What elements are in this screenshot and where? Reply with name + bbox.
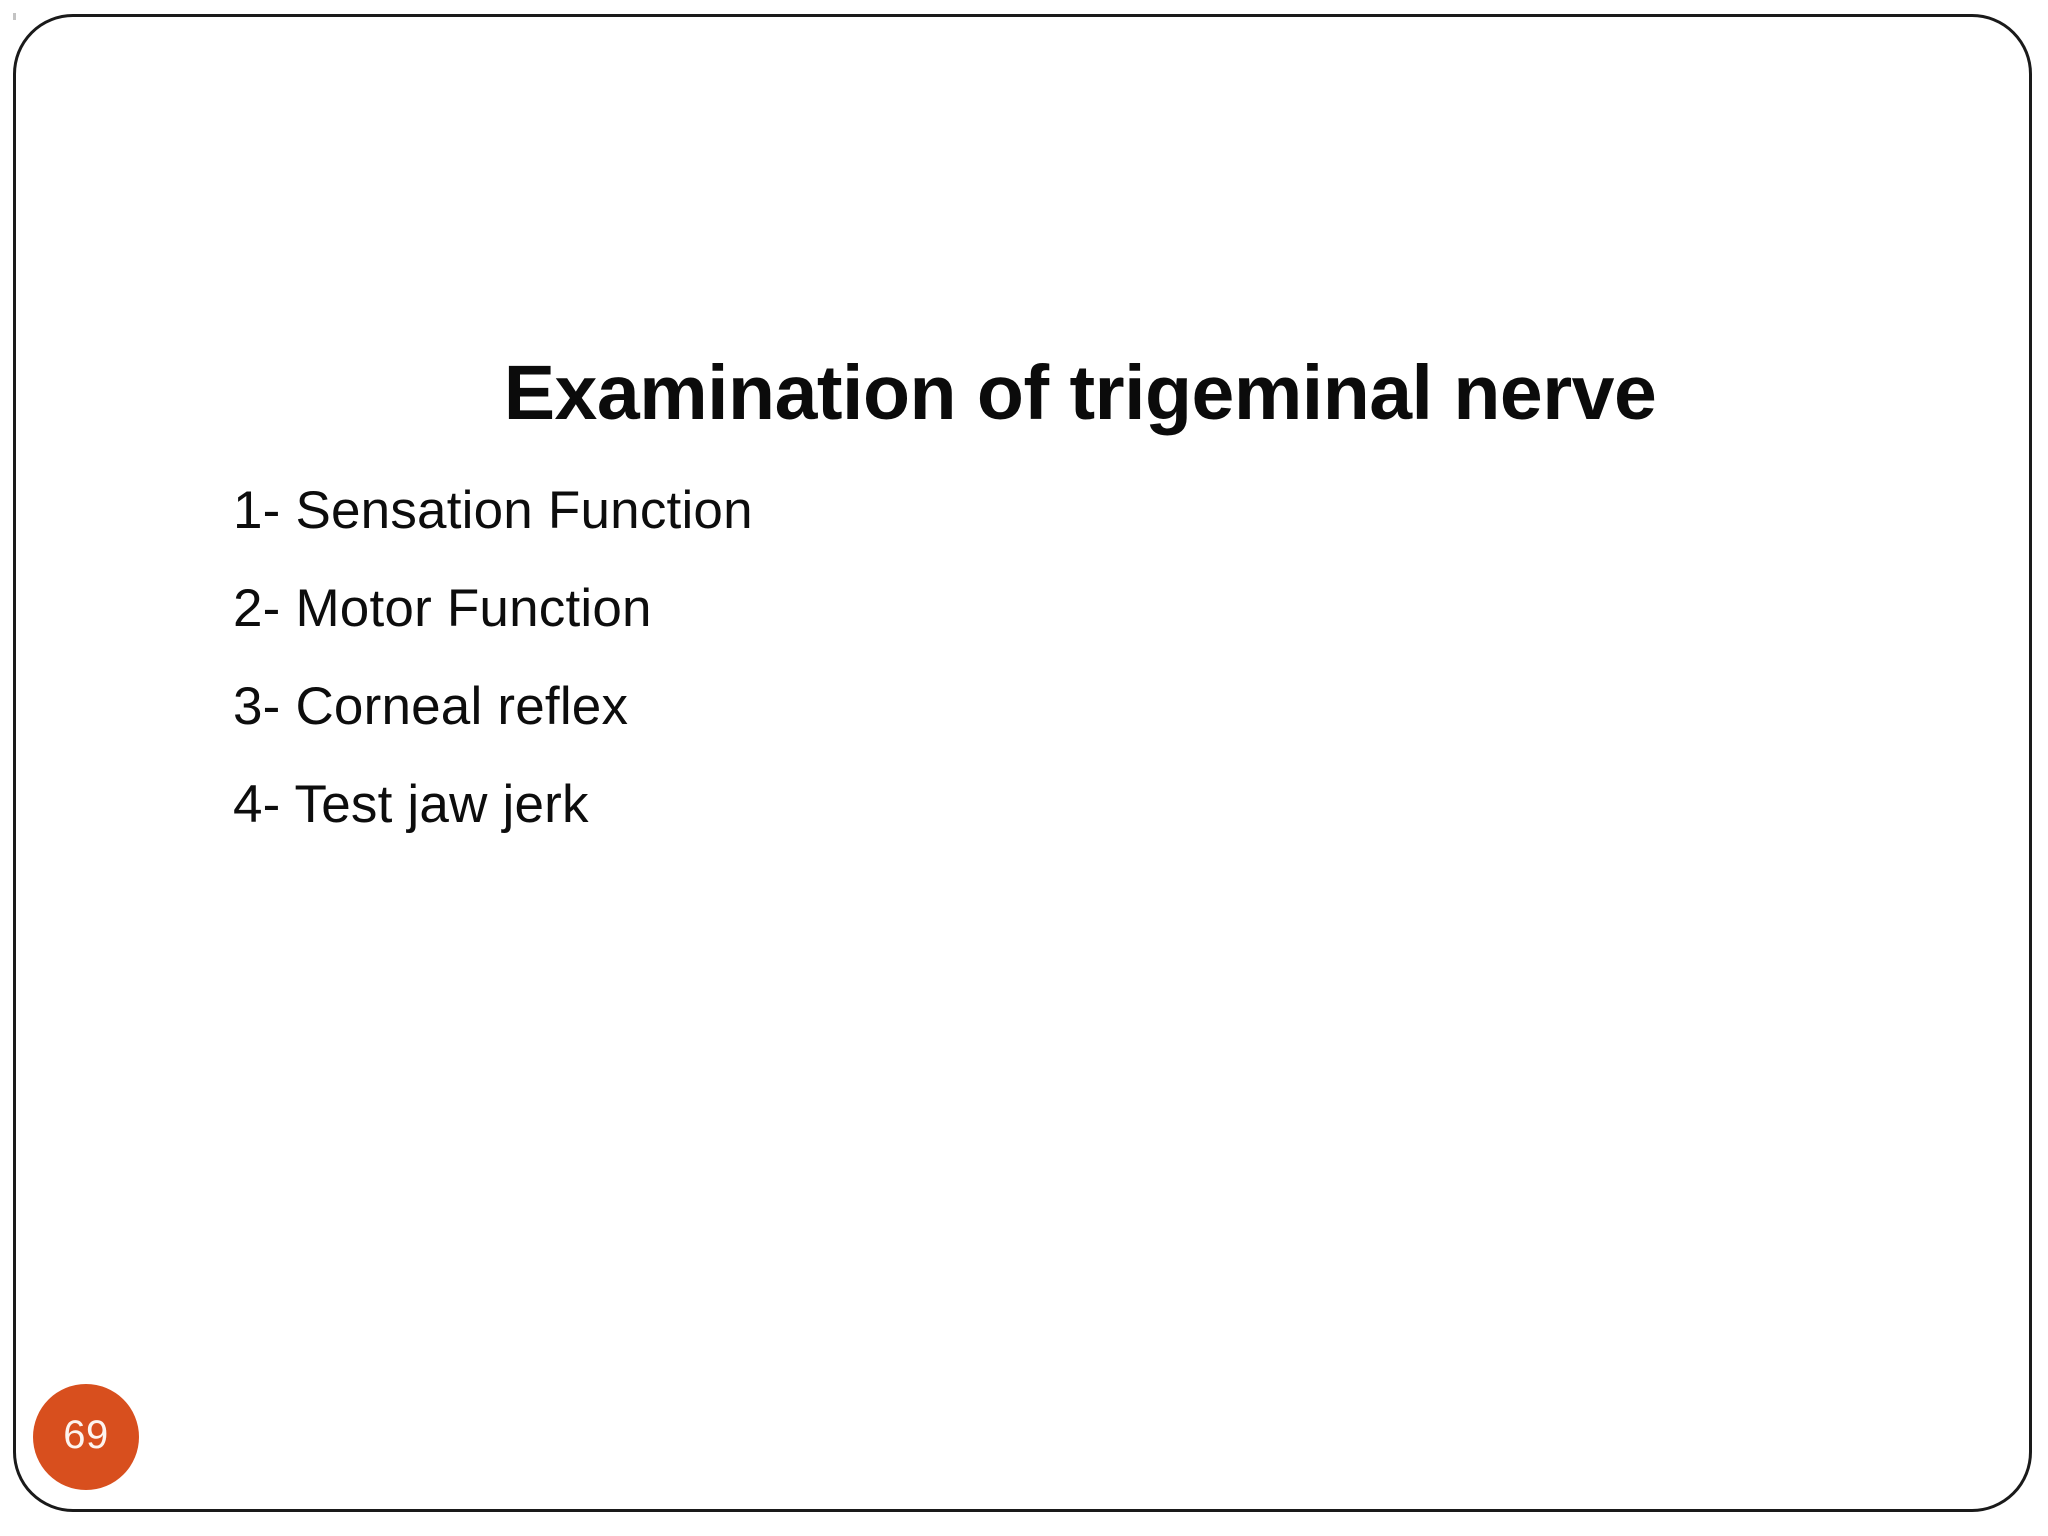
page-number-label: 69 — [63, 1413, 109, 1457]
bullet-item-4: 4- Test jaw jerk — [233, 775, 589, 834]
bullet-item-1: 1- Sensation Function — [233, 481, 753, 540]
bullet-item-3: 3- Corneal reflex — [233, 677, 629, 736]
scan-artifact-speck — [13, 13, 16, 20]
bullet-item-2: 2- Motor Function — [233, 579, 652, 638]
bullet-list: 1- Sensation Function 2- Motor Function … — [233, 462, 1833, 854]
slide-title: Examination of trigeminal nerve — [503, 350, 1657, 436]
page-number-badge: 69 — [33, 1384, 139, 1490]
